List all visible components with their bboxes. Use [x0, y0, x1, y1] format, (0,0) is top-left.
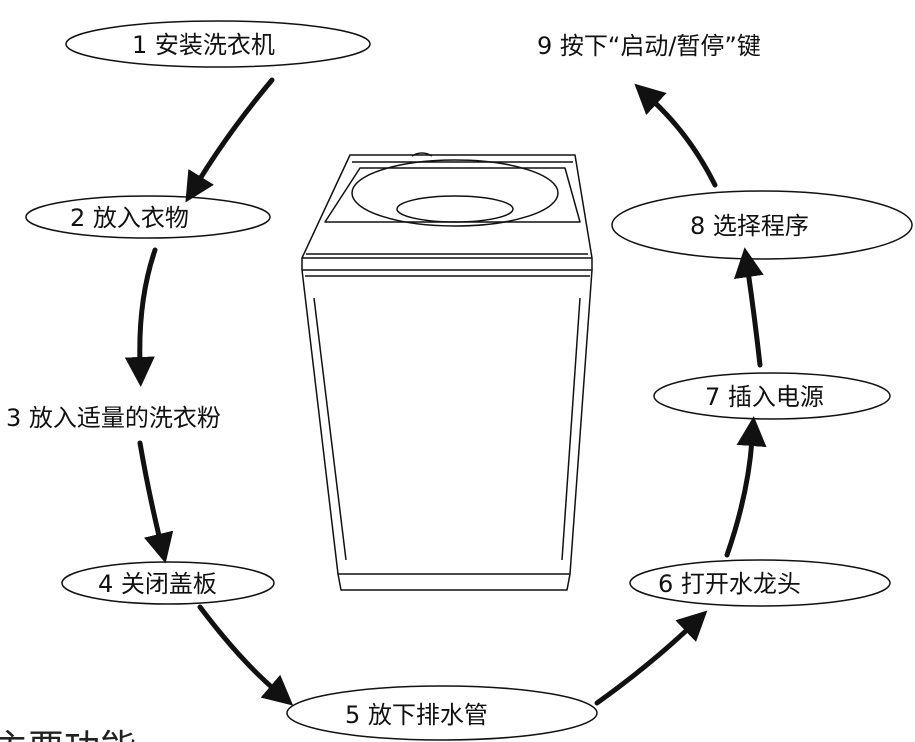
- step-2-label: 2 放入衣物: [70, 204, 189, 232]
- lid-window-inner: [396, 195, 514, 223]
- body-right-seam: [561, 297, 581, 561]
- step-6-label: 6 打开水龙头: [658, 570, 801, 598]
- machine-body: [301, 269, 593, 575]
- arrow-3-to-4: [137, 440, 174, 564]
- step-3: 3 放入适量的洗衣粉: [6, 404, 221, 432]
- step-4-label: 4 关闭盖板: [98, 570, 217, 598]
- step-5: 5 放下排水管: [286, 685, 598, 741]
- step-1-oval: [65, 20, 371, 68]
- step-7-oval: [653, 372, 891, 420]
- step-1-label: 1 安装洗衣机: [132, 31, 275, 59]
- step-2-oval: [25, 195, 271, 239]
- step-7: 7 插入电源: [653, 372, 891, 420]
- arrow-6-to-7: [724, 416, 767, 558]
- step-9: 9 按下“启动/暂停”键: [537, 32, 761, 60]
- arrow-2-to-3: [124, 247, 158, 387]
- step-6-oval: [629, 559, 891, 607]
- step-4: 4 关闭盖板: [61, 561, 275, 605]
- caption-partial: 主要功能: [0, 728, 136, 742]
- step-6: 6 打开水龙头: [629, 559, 891, 607]
- machine-base: [337, 573, 571, 591]
- flow-arrows: [124, 77, 767, 706]
- lid-window-outer: [351, 159, 559, 227]
- washing-machine-illustration: [301, 152, 593, 591]
- step-1: 1 安装洗衣机: [65, 20, 371, 68]
- machine-lid: [301, 154, 593, 259]
- arrow-1-to-2: [185, 77, 275, 203]
- arrow-7-to-8: [733, 247, 764, 368]
- machine-top-rim: [301, 258, 593, 271]
- step-5-oval: [286, 685, 598, 741]
- arrow-4-to-5: [197, 604, 294, 706]
- body-left-seam: [313, 297, 347, 561]
- lid-inner-panel: [324, 167, 581, 223]
- step-8: 8 选择程序: [611, 190, 913, 260]
- step-5-label: 5 放下排水管: [345, 701, 488, 729]
- lid-handle: [411, 152, 433, 157]
- step-2: 2 放入衣物: [25, 195, 271, 239]
- step-7-label: 7 插入电源: [705, 383, 824, 411]
- arrow-8-to-9: [634, 83, 718, 188]
- arrow-5-to-6: [594, 610, 708, 706]
- step-3-label: 3 放入适量的洗衣粉: [6, 404, 221, 432]
- step-9-label: 9 按下“启动/暂停”键: [537, 32, 761, 60]
- step-8-label: 8 选择程序: [690, 212, 809, 240]
